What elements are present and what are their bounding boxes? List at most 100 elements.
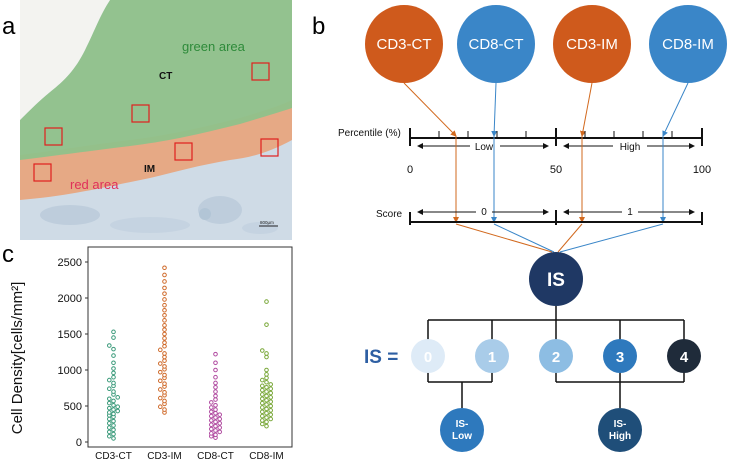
data-point <box>264 393 269 399</box>
data-point <box>264 389 269 394</box>
data-point <box>213 393 218 399</box>
high-label-bg <box>613 140 647 152</box>
red-area-label: red area <box>70 177 119 192</box>
data-point <box>268 412 274 417</box>
data-point <box>107 405 112 411</box>
tissue-texture <box>40 196 278 234</box>
x-category-label: CD3-IM <box>147 451 181 462</box>
data-point <box>213 367 218 373</box>
data-point <box>162 407 167 412</box>
data-point <box>107 433 112 439</box>
panel-letter-a: a <box>2 13 16 40</box>
data-point <box>264 423 269 429</box>
data-point <box>162 340 167 345</box>
is-tree <box>427 306 685 408</box>
data-point <box>213 374 218 380</box>
data-point <box>213 428 218 433</box>
data-point <box>162 390 167 395</box>
data-point <box>111 402 116 408</box>
data-point <box>209 431 214 436</box>
sample-box <box>131 104 150 123</box>
is-value-4: 4 <box>680 349 689 366</box>
data-point <box>162 302 167 308</box>
data-point <box>115 404 120 410</box>
data-point <box>111 374 116 380</box>
data-point <box>264 406 269 412</box>
data-point <box>111 335 116 340</box>
data-point <box>162 331 167 337</box>
data-point <box>111 370 116 376</box>
data-point <box>162 358 167 363</box>
data-point <box>209 409 214 415</box>
high-label: High <box>620 142 641 153</box>
data-point <box>264 397 269 403</box>
data-point <box>158 361 163 366</box>
data-point <box>209 400 214 405</box>
data-point <box>111 398 116 404</box>
cd8-ct-circle <box>457 5 535 83</box>
is-value-1-circle <box>475 339 509 373</box>
data-point <box>213 402 218 408</box>
low-label: Low <box>475 142 494 153</box>
data-point <box>264 367 269 373</box>
data-point <box>264 402 269 407</box>
data-point <box>107 420 112 426</box>
data-point <box>264 379 269 385</box>
is-circle-label: IS <box>547 270 565 291</box>
data-point <box>268 416 274 422</box>
data-point <box>107 396 112 402</box>
histology-image: green area red area CT IM 800μm <box>20 0 292 240</box>
plot-frame <box>87 246 293 448</box>
is-equals-label: IS = <box>364 347 398 368</box>
y-tick-label: 1000 <box>58 365 82 377</box>
data-point <box>217 416 222 422</box>
x-category-label: CD3-CT <box>95 451 132 462</box>
data-point <box>213 419 218 425</box>
is-low-label-line1: IS- <box>456 419 469 430</box>
data-point <box>115 395 120 400</box>
data-point <box>264 372 269 377</box>
low-label-bg <box>470 140 500 152</box>
data-point <box>162 307 167 313</box>
marker-arrows <box>403 82 689 137</box>
data-point <box>162 279 167 284</box>
data-point <box>264 299 269 304</box>
data-point <box>213 360 218 366</box>
data-point <box>162 265 167 271</box>
data-point <box>264 354 269 360</box>
data-point <box>264 384 269 390</box>
im-label: IM <box>144 164 155 175</box>
cd8-ct-label: CD8-CT <box>469 36 524 53</box>
data-point <box>217 429 222 435</box>
data-point <box>260 396 265 402</box>
marker-circles: CD3-CT CD8-CT CD3-IM CD8-IM <box>365 5 727 83</box>
data-point <box>268 403 274 409</box>
is-high-label-line2: High <box>609 431 631 442</box>
data-point <box>162 291 167 296</box>
is-low-label-line2: Low <box>452 431 472 442</box>
data-point <box>268 395 274 400</box>
data-point <box>209 405 214 410</box>
data-point <box>111 346 116 352</box>
data-point <box>162 381 167 386</box>
data-point <box>260 405 265 410</box>
data-point <box>107 410 112 415</box>
cd3-ct-circle <box>365 5 443 83</box>
data-point <box>162 272 167 278</box>
data-point <box>107 386 112 392</box>
data-point <box>162 343 167 349</box>
data-point <box>264 322 269 327</box>
data-point <box>162 336 167 341</box>
y-axis-label: Cell Density[cells/mm²] <box>9 282 26 435</box>
score-1-bg <box>622 203 638 217</box>
y-tick-label: 2500 <box>58 257 82 269</box>
is-converge-lines <box>455 223 664 253</box>
data-point <box>107 400 112 406</box>
score-0-bg <box>476 203 492 217</box>
data-point <box>217 425 222 430</box>
cd8-im-label: CD8-IM <box>662 36 714 53</box>
data-point <box>162 354 167 360</box>
panel-letter-c: c <box>2 241 14 268</box>
